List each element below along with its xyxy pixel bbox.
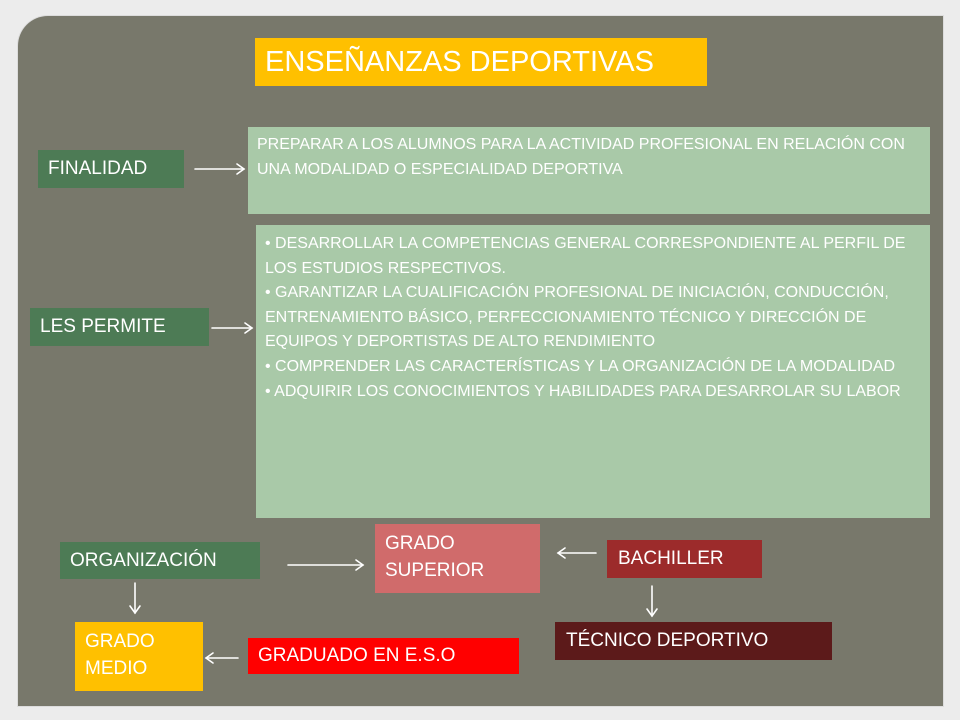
grado-superior-box: GRADO SUPERIOR — [375, 524, 540, 593]
les-permite-item: • GARANTIZAR LA CUALIFICACIÓN PROFESIONA… — [265, 284, 889, 351]
finalidad-label: FINALIDAD — [38, 150, 184, 188]
arrow-left-icon — [204, 652, 239, 664]
arrow-down-icon — [646, 585, 658, 618]
bachiller-box: BACHILLER — [607, 540, 762, 578]
page-title: ENSEÑANZAS DEPORTIVAS — [255, 38, 707, 86]
arrow-right-icon — [287, 559, 365, 571]
arrow-right-icon — [194, 163, 246, 175]
grado-medio-box: GRADO MEDIO — [75, 622, 203, 691]
les-permite-list: • DESARROLLAR LA COMPETENCIAS GENERAL CO… — [256, 225, 930, 518]
arrow-down-icon — [129, 582, 141, 615]
les-permite-item: • ADQUIRIR LOS CONOCIMIENTOS Y HABILIDAD… — [265, 382, 901, 400]
organizacion-label: ORGANIZACIÓN — [60, 542, 260, 579]
les-permite-label: LES PERMITE — [30, 308, 209, 346]
les-permite-item: • COMPRENDER LAS CARACTERÍSTICAS Y LA OR… — [265, 357, 896, 375]
finalidad-description: PREPARAR A LOS ALUMNOS PARA LA ACTIVIDAD… — [248, 127, 930, 214]
les-permite-item: • DESARROLLAR LA COMPETENCIAS GENERAL CO… — [265, 235, 906, 277]
slide: ENSEÑANZAS DEPORTIVAS FINALIDAD PREPARAR… — [18, 16, 943, 706]
arrow-right-icon — [211, 322, 254, 334]
arrow-left-icon — [556, 547, 597, 559]
graduado-eso-box: GRADUADO EN E.S.O — [248, 638, 519, 674]
tecnico-deportivo-box: TÉCNICO DEPORTIVO — [555, 622, 832, 660]
